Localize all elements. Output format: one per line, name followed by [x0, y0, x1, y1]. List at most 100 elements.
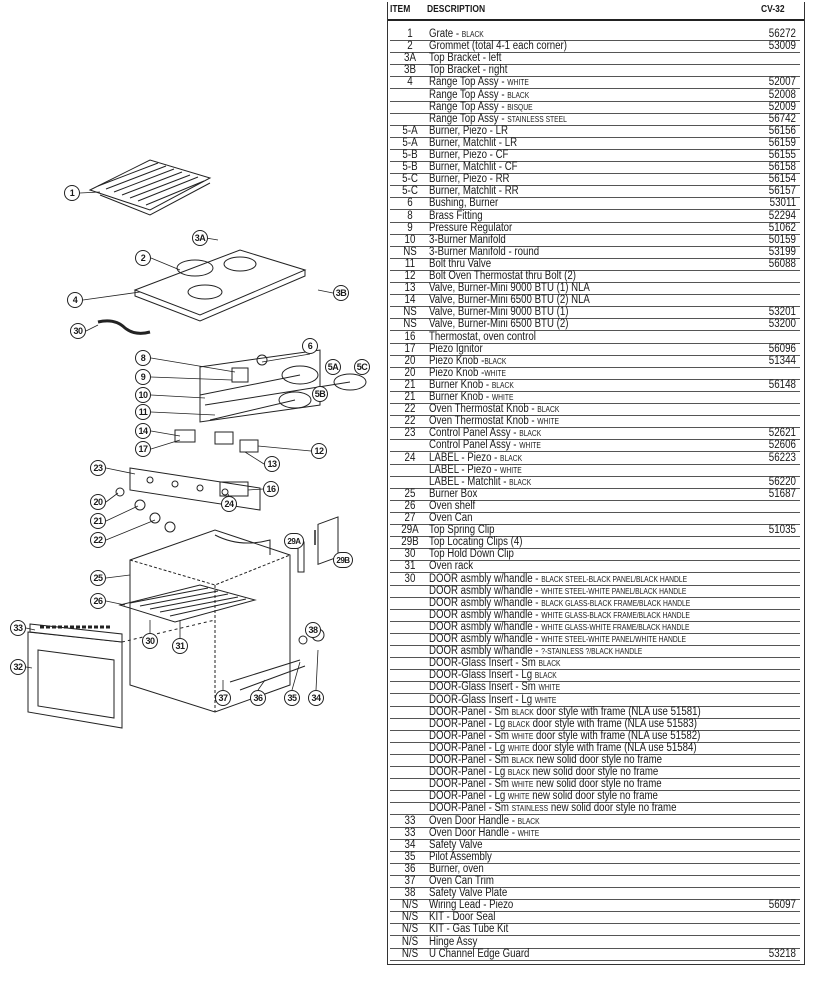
callout-33: 33: [10, 620, 26, 636]
description-text: Oven Can Trim: [429, 875, 494, 887]
item-description: DOOR-Glass Insert - Sm WHITE: [429, 681, 560, 694]
description-variant: BLACK: [517, 816, 540, 826]
item-number: 6: [407, 197, 413, 210]
item-number: 20: [404, 354, 416, 367]
description-text: Pressure Regulator: [429, 221, 513, 234]
description-text: DOOR-Panel - Sm: [429, 802, 512, 815]
description-text: Range Top Assy -: [429, 88, 508, 101]
part-number: 56096: [768, 342, 796, 355]
item-description: Valve, Burner-Mini 9000 BTU (1): [429, 306, 568, 318]
description-text: LABEL - Matchlit -: [429, 475, 510, 488]
description-text: 3-Burner Manifold - round: [429, 245, 540, 258]
description-text: DOOR-Panel - Sm: [429, 705, 512, 718]
item-number: 31: [404, 560, 416, 573]
callout-9: 9: [135, 369, 151, 385]
callout-31: 31: [172, 638, 188, 654]
callout-34: 34: [308, 690, 324, 706]
callout-32: 32: [10, 659, 26, 675]
part-number: 52008: [768, 88, 796, 101]
description-text: Range Top Assy -: [429, 100, 508, 113]
description-variant: WHITE: [534, 695, 557, 705]
description-text: Burner, Piezo - CF: [429, 149, 509, 161]
description-text: DOOR-Glass Insert - Sm: [429, 657, 539, 670]
item-number: 5-A: [402, 124, 418, 137]
callout-10: 10: [135, 387, 151, 403]
item-description: DOOR asmbly w/handle - ?-STAINLESS ?/BLA…: [429, 645, 642, 658]
item-number: 4: [407, 76, 413, 89]
description-text: DOOR-Panel - Sm: [429, 778, 512, 791]
item-description: Top Bracket - left: [429, 52, 501, 64]
item-description: LABEL - Piezo - BLACK: [429, 452, 522, 465]
part-number: 56158: [768, 161, 796, 174]
description-text: Burner Knob -: [429, 391, 492, 403]
part-number: 53218: [768, 947, 796, 960]
item-description: DOOR asmbly w/handle - BLACK STEEL-BLACK…: [429, 573, 687, 586]
description-text: DOOR-Glass Insert - Lg: [429, 693, 535, 706]
description-variant: WHITE GLASS-WHITE FRAME/BLACK HANDLE: [541, 622, 690, 632]
description-variant: BLACK STEEL-BLACK PANEL/BLACK HANDLE: [541, 574, 688, 584]
callout-6: 6: [302, 338, 318, 354]
table-row: LABEL - Piezo - WHITE: [390, 464, 800, 477]
description-variant: WHITE GLASS-BLACK FRAME/BLACK HANDLE: [541, 610, 690, 620]
item-description: Oven Door Handle - BLACK: [429, 815, 540, 828]
item-description: DOOR-Panel - Sm BLACK new solid door sty…: [429, 754, 662, 767]
item-number: 20: [404, 366, 416, 379]
item-number: 2: [407, 40, 413, 53]
item-number: 10: [404, 233, 416, 246]
part-number: 56272: [768, 28, 796, 40]
description-variant: BLACK: [484, 356, 507, 366]
item-description: DOOR-Panel - Lg WHITE new solid door sty…: [429, 790, 658, 803]
item-description: LABEL - Matchlit - BLACK: [429, 476, 531, 489]
part-number: 53011: [769, 197, 796, 210]
part-number: 56157: [768, 185, 796, 198]
description-variant: BISQUE: [507, 102, 533, 112]
table-row: DOOR asmbly w/handle - WHITE STEEL-WHITE…: [390, 633, 800, 646]
callout-17: 17: [135, 441, 151, 457]
item-number: 34: [404, 838, 416, 851]
description-text: DOOR asmbly w/handle -: [429, 620, 542, 633]
item-number: 5-A: [402, 136, 418, 149]
description-text: KIT - Gas Tube Kit: [429, 923, 509, 936]
description-variant: WHITE STEEL-WHITE PANEL/BLACK HANDLE: [541, 586, 687, 596]
callout-11: 11: [135, 404, 151, 420]
callout-26: 26: [90, 593, 106, 609]
item-description: Piezo Knob -BLACK: [429, 355, 506, 368]
description-text: Valve, Burner-Mini 9000 BTU (1): [429, 306, 569, 319]
item-number: N/S: [401, 935, 419, 948]
description-text: Top Bracket - left: [429, 52, 502, 65]
item-description: Grommet (total 4-1 each corner): [429, 40, 567, 52]
item-description: DOOR-Panel - Sm STAINLESS new solid door…: [429, 802, 676, 815]
item-description: Pilot Assembly: [429, 851, 492, 863]
item-description: DOOR asmbly w/handle - WHITE GLASS-BLACK…: [429, 609, 690, 622]
callout-22: 22: [90, 532, 106, 548]
item-number: N/S: [401, 899, 419, 912]
oven-rack-drawing: [118, 584, 257, 623]
description-text: Top Locating Clips (4): [429, 536, 523, 549]
description-text: Oven Door Handle -: [429, 814, 518, 827]
description-text: DOOR asmbly w/handle -: [429, 572, 542, 585]
description-suffix: new solid door style no frame: [533, 778, 662, 791]
description-suffix: new solid door style no frame: [529, 766, 659, 779]
table-row: DOOR-Glass Insert - Sm WHITE: [390, 681, 800, 695]
description-variant: BLACK: [511, 707, 534, 717]
item-description: Bolt thru Valve: [429, 258, 491, 270]
item-description: Range Top Assy - WHITE: [429, 76, 529, 89]
part-number: 56097: [768, 899, 796, 912]
description-text: Wiring Lead - Piezo: [429, 899, 514, 912]
column-header-part-number: CV-32: [761, 4, 785, 15]
item-number: 33: [404, 826, 416, 839]
